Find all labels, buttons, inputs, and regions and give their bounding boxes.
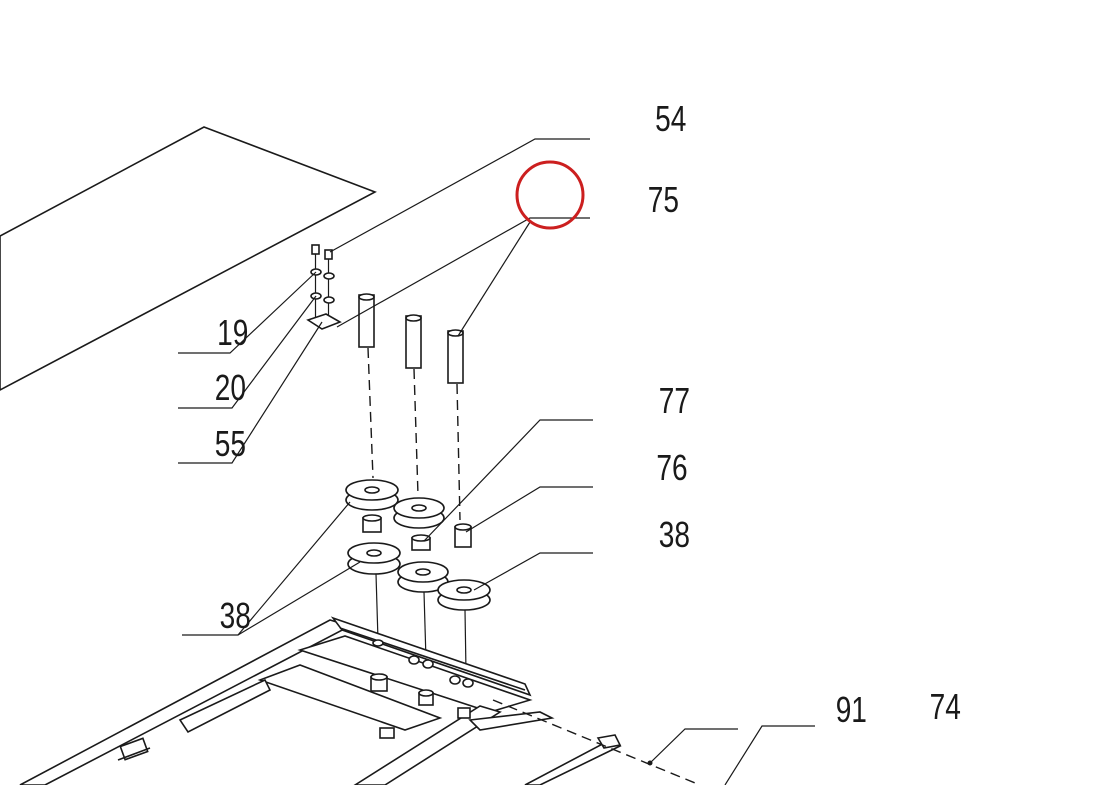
screw-stack [306, 244, 342, 330]
pulley-middle-lower [397, 561, 449, 593]
callout-54: 54 [655, 99, 686, 139]
post-right [447, 329, 464, 384]
pulley-right [437, 579, 491, 611]
spacer-middle [411, 534, 431, 551]
spacer-left [362, 514, 382, 533]
callout-76: 76 [656, 448, 687, 488]
callout-20: 20 [215, 368, 246, 408]
callout-55: 55 [215, 424, 246, 464]
spacer-right [454, 523, 472, 548]
axis-middle [413, 368, 419, 496]
axis-rod [492, 699, 701, 785]
highlight-circle [515, 160, 585, 230]
axis-middle-lower [423, 591, 427, 661]
axis-left [367, 347, 374, 479]
callout-91: 91 [836, 690, 867, 730]
leader-lines [178, 138, 815, 785]
axis-left-lower [375, 573, 379, 641]
base-frame [19, 616, 622, 785]
callout-77: 77 [659, 381, 690, 421]
axis-right-lower [464, 609, 467, 673]
top-plate [0, 126, 377, 391]
callout-19: 19 [217, 313, 248, 353]
frame-fasteners [370, 639, 474, 739]
pulley-left-lower [347, 542, 401, 575]
post-left [358, 293, 375, 348]
callout-75: 75 [648, 180, 679, 220]
callout-38-right: 38 [659, 515, 690, 555]
pulley-left-upper [345, 479, 399, 511]
callout-38-left: 38 [220, 596, 251, 636]
callout-74: 74 [930, 687, 961, 727]
pulley-middle-upper [393, 497, 445, 529]
post-middle [405, 314, 422, 369]
axis-right [456, 383, 461, 521]
